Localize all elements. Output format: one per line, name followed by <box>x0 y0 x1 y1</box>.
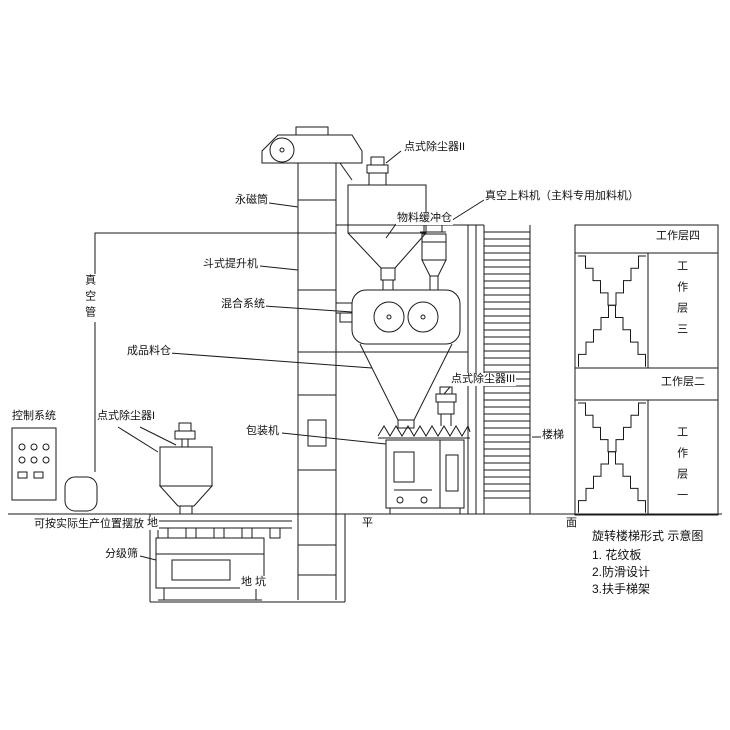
product-bin-drawing <box>169 343 453 429</box>
label-vacuum-feeder: 真空上料机（主料专用加料机） <box>484 190 640 203</box>
label-bucket-elevator: 斗式提升机 <box>202 258 259 271</box>
label-control-system: 控制系统 <box>11 410 57 423</box>
label-product-bin: 成品料仓 <box>126 345 172 358</box>
label-work-level-3: 工作层三 <box>674 260 689 344</box>
label-magnet-cylinder: 永磁筒 <box>234 194 269 207</box>
bucket-elevator-drawing <box>259 126 363 600</box>
dust-collector-1-drawing <box>117 422 214 515</box>
legend-title: 旋转楼梯形式 示意图 <box>591 529 705 544</box>
label-material-buffer-bin: 物料缓冲仓 <box>396 212 453 225</box>
label-vacuum-pipe: 真空管 <box>82 274 97 322</box>
packing-machine-drawing <box>281 424 471 514</box>
label-dust-collector-3: 点式除尘器III <box>450 373 517 386</box>
label-ground-char-3: 面 <box>565 517 578 530</box>
mixer-drawing <box>263 289 461 345</box>
classifier-screen-drawing <box>139 520 292 601</box>
staircase-schematic-drawing <box>574 224 719 516</box>
vacuum-pipe-drawing <box>64 232 298 512</box>
stair-tower-drawing <box>483 225 542 514</box>
pit-drawing <box>149 514 346 603</box>
legend-item: 1. 花纹板 <box>591 548 643 563</box>
label-pit: 地 坑 <box>240 576 268 589</box>
legend-item: 2.防滑设计 <box>591 565 652 580</box>
label-work-level-4: 工作层四 <box>655 230 701 243</box>
dust-collector-3-drawing <box>435 386 457 426</box>
label-stairs: 楼梯 <box>541 429 565 442</box>
label-packing-machine: 包装机 <box>245 425 280 438</box>
label-dust-collector-2: 点式除尘器II <box>403 141 467 154</box>
label-dust-collector-1: 点式除尘器I <box>96 410 157 423</box>
label-work-level-2: 工作层二 <box>660 376 706 389</box>
label-mixing-system: 混合系统 <box>220 298 266 311</box>
label-classifier-screen: 分级筛 <box>104 548 139 561</box>
platform-structure-drawing <box>336 224 484 514</box>
legend-item: 3.扶手梯架 <box>591 582 652 597</box>
control-cabinet-drawing <box>11 427 57 501</box>
label-placement-note: 可按实际生产位置摆放 <box>33 518 145 531</box>
label-work-level-1: 工作层一 <box>674 426 689 510</box>
label-ground-char-2: 平 <box>361 517 374 530</box>
material-buffer-bin-drawing <box>347 150 427 290</box>
label-ground-char-1: 地 <box>146 517 159 530</box>
